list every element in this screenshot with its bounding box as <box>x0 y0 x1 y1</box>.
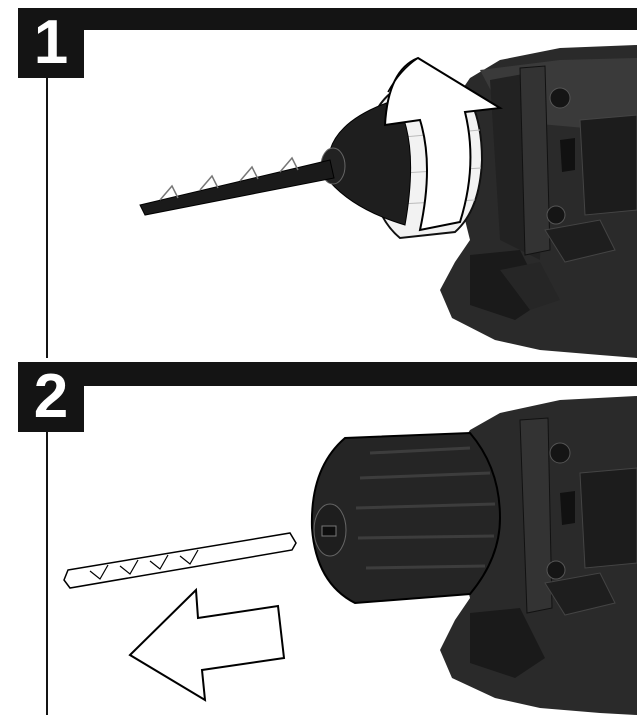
step-1-badge: 1 <box>18 8 84 78</box>
step-panel-2: 2 <box>0 358 637 715</box>
rotate-arrow-icon <box>383 56 504 232</box>
step-1-number: 1 <box>33 8 69 77</box>
drill-icon <box>320 45 637 358</box>
step-panel-1: 1 <box>18 8 637 358</box>
panel-1-side-line <box>46 78 48 358</box>
panel-2-side-line <box>46 432 48 715</box>
drill-bit-icon <box>63 532 297 589</box>
step-2-number: 2 <box>33 362 69 431</box>
panel-2-top-bar <box>20 362 637 386</box>
panel-1-top-bar <box>20 8 637 30</box>
drill-bit-icon <box>139 156 335 216</box>
pull-out-arrow-icon <box>128 587 286 702</box>
drill-icon <box>310 396 637 715</box>
step-2-illustration <box>63 396 637 715</box>
step-1-illustration <box>139 45 637 358</box>
step-2-badge: 2 <box>18 362 84 432</box>
